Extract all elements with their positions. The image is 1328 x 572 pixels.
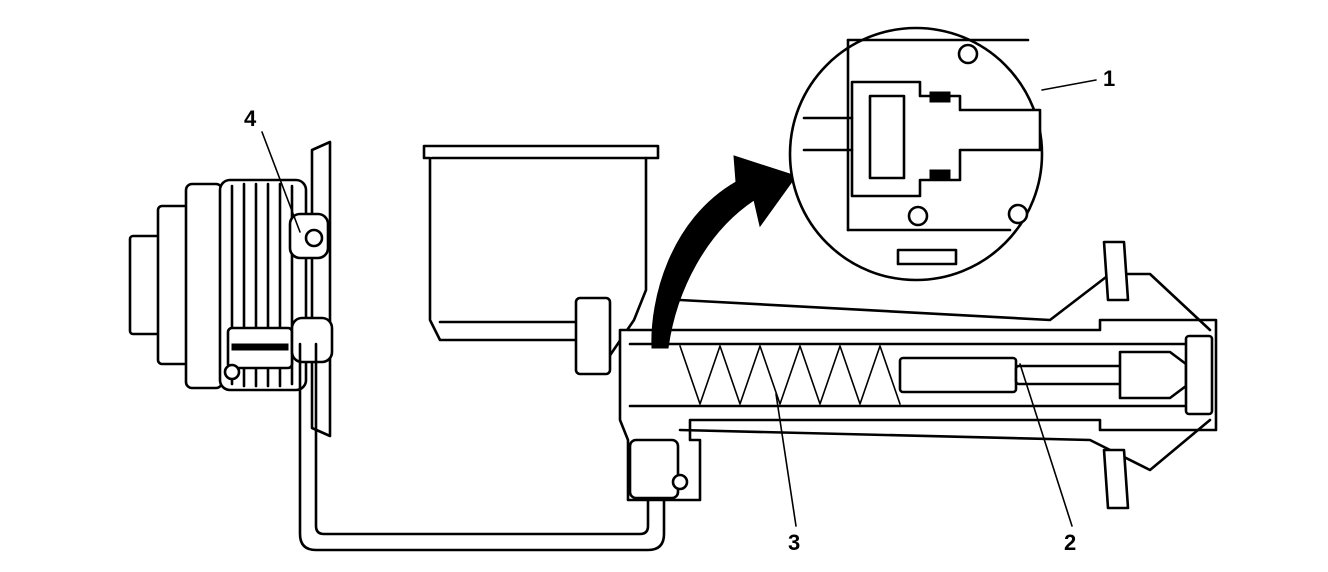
callout-label-4: 4 — [244, 106, 257, 131]
pulley-assembly — [128, 140, 334, 438]
callout-label-2: 2 — [1064, 530, 1076, 555]
piston-and-pushrod — [898, 334, 1214, 416]
callout-label-3: 3 — [788, 530, 800, 555]
hydraulic-line — [298, 342, 666, 552]
detail-inset — [788, 26, 1044, 282]
callout-label-1: 1 — [1103, 66, 1115, 91]
detail-arrow — [651, 155, 797, 349]
leader-lines — [261, 79, 1097, 527]
return-spring — [679, 345, 901, 405]
